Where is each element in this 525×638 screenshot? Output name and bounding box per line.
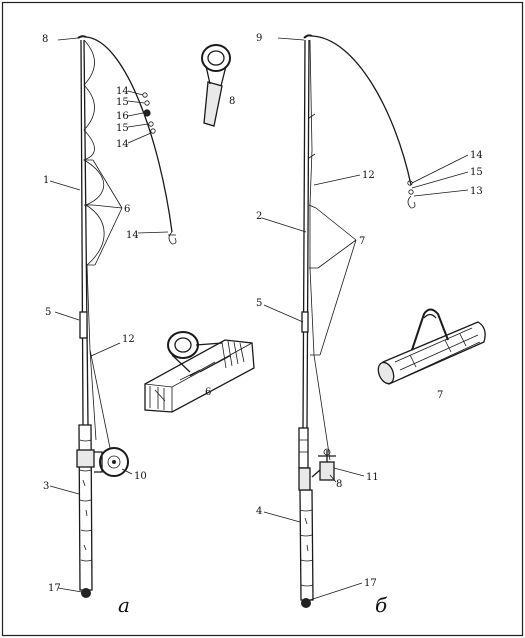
rod-b-butt-ring (298, 467, 311, 491)
rod-a-line (85, 36, 173, 233)
caption-b: б (375, 593, 388, 617)
label-b-17: 17 (364, 578, 377, 589)
rod-b-blank (302, 39, 310, 429)
label-b-11: 11 (366, 472, 379, 483)
label-a-1: 1 (43, 175, 49, 186)
rod-a-ferrule (79, 311, 88, 339)
rod-b-terminal-tackle (407, 180, 416, 209)
rod-b-fore-grip (298, 427, 309, 469)
label-a-14c: 14 (126, 230, 139, 241)
label-a-14b: 14 (116, 139, 129, 150)
detail-guide-7: 7 (377, 308, 486, 401)
label-b-12: 12 (362, 170, 375, 181)
rod-b-butt-cap (301, 598, 311, 608)
label-b-5: 5 (256, 298, 262, 309)
label-a-16: 16 (116, 111, 129, 122)
label-detail-6: 6 (205, 387, 211, 398)
rod-b-reel (311, 448, 336, 481)
label-a-3: 3 (43, 481, 49, 492)
rod-a-tip (77, 35, 87, 39)
label-a-15: 15 (116, 97, 129, 108)
rod-b-line (311, 35, 412, 186)
rod-a-reel (94, 447, 129, 477)
label-b-4: 4 (256, 506, 262, 517)
label-a-14: 14 (116, 86, 129, 97)
rod-a-blank (80, 39, 89, 426)
label-detail-7: 7 (437, 390, 443, 401)
rod-a-reel-seat (76, 449, 95, 468)
label-b-2: 2 (256, 211, 262, 222)
rod-a-butt-cap (81, 588, 91, 598)
label-a-6: 6 (124, 204, 130, 215)
rod-b-line-down (309, 39, 331, 461)
detail-tip-top: 8 (201, 44, 235, 127)
rod-a: 8 14 15 16 15 14 1 6 14 5 12 3 10 17 (42, 34, 177, 598)
label-a-8: 8 (42, 34, 48, 45)
rod-a-line-wraps (83, 39, 105, 441)
label-detail-8: 8 (229, 96, 235, 107)
label-b-8: 8 (336, 479, 342, 490)
detail-guide-6: 6 (144, 331, 255, 413)
label-b-13: 13 (470, 186, 483, 197)
label-b-15: 15 (470, 167, 483, 178)
label-a-12: 12 (122, 334, 135, 345)
label-b-14: 14 (470, 150, 483, 161)
caption-a: а (118, 593, 130, 617)
rod-b-leader-7 (315, 207, 357, 356)
rod-b-handle (299, 489, 314, 601)
rod-b: 9 14 15 13 12 2 7 5 11 8 4 17 (256, 33, 483, 608)
label-a-5: 5 (45, 307, 51, 318)
label-a-17: 17 (48, 583, 61, 594)
label-a-15b: 15 (116, 123, 129, 134)
label-a-10: 10 (134, 471, 147, 482)
rod-a-leader-6 (92, 159, 123, 266)
label-b-7: 7 (359, 236, 365, 247)
label-b-9: 9 (256, 33, 262, 44)
